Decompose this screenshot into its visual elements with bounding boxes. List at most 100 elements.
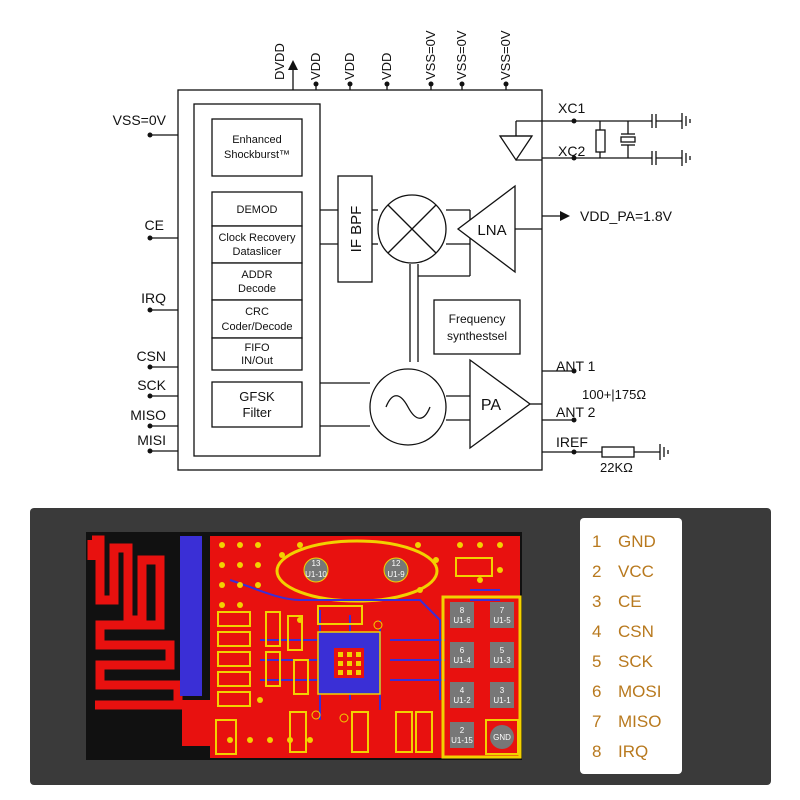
right-pins: XC1 XC2 (498, 100, 691, 475)
ant2-label: ANT 2 (556, 404, 596, 420)
fifo-label: FIFO (244, 342, 269, 354)
left-pins: VSS=0V CE IRQ CSN SCK MISO MISI (113, 112, 178, 454)
pad-label: U1-15 (451, 736, 473, 745)
top-pin-label: VSS=0V (423, 30, 438, 80)
oscillator-icon (369, 368, 447, 446)
pad-label: U1-3 (493, 656, 511, 665)
pin-number: 8 (592, 742, 601, 761)
pin-name: CSN (618, 622, 654, 641)
pin-name: MOSI (618, 682, 661, 701)
test-point-label: U1-9 (387, 570, 405, 579)
pad-label: U1-5 (493, 616, 511, 625)
vdd-pa-arrow-icon (560, 211, 570, 221)
left-pin-label: IRQ (141, 290, 166, 306)
pa-amplifier-icon (469, 358, 532, 450)
addr-decode-block (211, 262, 303, 301)
pad-number: 8 (460, 606, 465, 615)
top-pin-label: DVDD (272, 43, 287, 80)
pin-number: 7 (592, 712, 601, 731)
top-pin-label: VSS=0V (498, 30, 513, 80)
pa-label: PA (481, 397, 501, 414)
pad-label: U1-4 (453, 656, 471, 665)
top-pins: DVDD VDD VDD VDD VSS=0V VSS=0V VSS=0V (272, 30, 513, 90)
smd-components (215, 557, 493, 755)
xc2-label: XC2 (558, 143, 585, 159)
pin-name: MISO (618, 712, 661, 731)
left-pin-label: CSN (136, 348, 166, 364)
header-pads: 8 U1-6 7 U1-5 6 U1-4 5 U1-3 4 U1-2 3 U1-… (450, 602, 519, 755)
vdd-pa-label: VDD_PA=1.8V (580, 208, 673, 224)
pin-name: SCK (618, 652, 654, 671)
test-point-label: U1-10 (305, 570, 327, 579)
shockburst-block (211, 118, 303, 177)
top-pin-label: VDD (342, 53, 357, 80)
crc-block (211, 299, 303, 339)
vias (219, 542, 503, 743)
if-bpf-block (337, 175, 373, 283)
shockburst-label: Enhanced (232, 134, 282, 146)
test-point-12: 12 U1-9 (383, 557, 409, 583)
top-pin-label: VDD (379, 53, 394, 80)
shockburst-label: Shockburst™ (224, 149, 290, 161)
capacitor-icon (651, 114, 682, 165)
frequency-synth-label: Frequency (449, 312, 506, 326)
pad-number: 5 (500, 646, 505, 655)
crystal-icon (620, 121, 636, 158)
pin-name: GND (618, 532, 656, 551)
top-pin-label: VSS=0V (454, 30, 469, 80)
pin-name: VCC (618, 562, 654, 581)
pin-name: IRQ (618, 742, 648, 761)
gfsk-label: Filter (243, 405, 273, 420)
pad-number: 3 (500, 686, 505, 695)
test-point-number: 12 (392, 559, 401, 568)
crc-label: Coder/Decode (222, 321, 293, 333)
demod-label: DEMOD (237, 204, 278, 216)
frequency-synth-label: synthestsel (447, 329, 507, 343)
fifo-label: IN/Out (241, 355, 273, 367)
pad-number: 2 (460, 726, 465, 735)
pin-number: 1 (592, 532, 601, 551)
pcb-panel: 13 U1-10 12 U1-9 (30, 508, 771, 785)
pad-label: GND (493, 733, 511, 742)
ant1-label: ANT 1 (556, 358, 596, 374)
gfsk-label: GFSK (239, 389, 275, 404)
pad-number: 7 (500, 606, 505, 615)
mixer-icon (377, 194, 447, 264)
signal-wires (320, 209, 542, 427)
clock-recovery-label: Dataslicer (233, 246, 282, 258)
clock-recovery-label: Clock Recovery (218, 232, 296, 244)
xc1-label: XC1 (558, 100, 585, 116)
demod-block (211, 191, 303, 227)
pinout-legend: 1 GND 2 VCC 3 CE 4 CSN 5 SCK 6 MOSI 7 MI… (580, 518, 682, 774)
ic-chip (317, 631, 381, 695)
pin-number: 6 (592, 682, 601, 701)
lna-label: LNA (477, 222, 506, 239)
pad-number: 4 (460, 686, 465, 695)
top-pin-label: VDD (308, 53, 323, 80)
crc-label: CRC (245, 306, 269, 318)
pad-label: U1-1 (493, 696, 511, 705)
pcb-board: 13 U1-10 12 U1-9 (86, 532, 522, 760)
pin-number: 2 (592, 562, 601, 581)
test-point-13: 13 U1-10 (303, 557, 329, 583)
pin-name: CE (618, 592, 642, 611)
if-bpf-label: IF BPF (348, 206, 365, 253)
antenna-trace (87, 535, 183, 710)
iref-resistor-icon (601, 446, 635, 458)
pin-number: 3 (592, 592, 601, 611)
iref-ground-icon (659, 444, 669, 460)
pinout-list: 1 GND 2 VCC 3 CE 4 CSN 5 SCK 6 MOSI 7 MI… (592, 532, 661, 761)
impedance-label: 100+|175Ω (582, 387, 646, 402)
pad-label: U1-6 (453, 616, 471, 625)
pin-number: 4 (592, 622, 601, 641)
left-pin-label: SCK (137, 377, 166, 393)
lna-amplifier-icon (456, 184, 516, 274)
ground-icon (681, 113, 691, 166)
left-pin-label: MISI (137, 432, 166, 448)
dvdd-arrow-icon (288, 60, 298, 70)
left-pin-label: CE (145, 217, 164, 233)
pad-number: 6 (460, 646, 465, 655)
schematic: DVDD VDD VDD VDD VSS=0V VSS=0V VSS=0V VS… (113, 30, 691, 475)
iref-label: IREF (556, 434, 588, 450)
addr-decode-label: ADDR (241, 269, 272, 281)
